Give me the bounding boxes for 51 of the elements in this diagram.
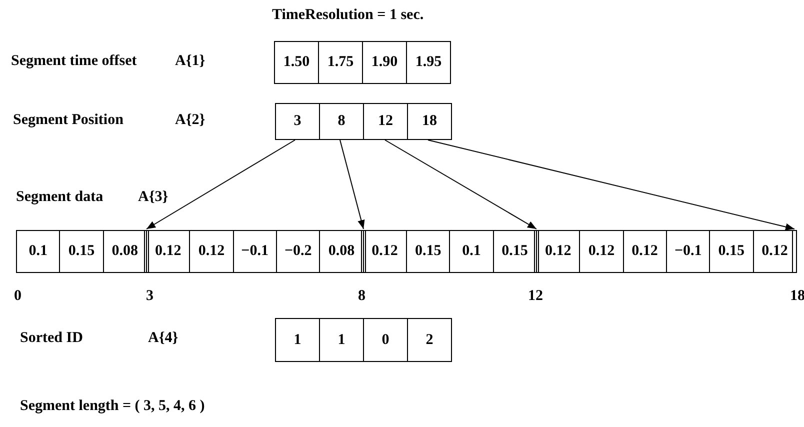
row-label: Sorted ID	[20, 329, 83, 347]
table-cell: 0.1	[16, 230, 60, 273]
table-cell: 0.15	[709, 230, 754, 273]
table-cell: 0	[363, 318, 408, 362]
arrow	[340, 140, 365, 230]
arrow	[428, 140, 795, 230]
table-cell: 0.15	[59, 230, 104, 273]
table-cell: −0.1	[232, 230, 277, 273]
table-cell: 1.90	[362, 41, 407, 84]
arrow	[146, 140, 296, 230]
table-cell: 1.75	[318, 41, 363, 84]
position-tick-label: 0	[14, 287, 22, 305]
row-label: Segment Position	[13, 111, 124, 129]
table-cell: 0.08	[102, 230, 147, 273]
table-cell: 1	[275, 318, 320, 362]
row-label: Segment data	[16, 188, 104, 206]
table-cell: 0.12	[622, 230, 667, 273]
table-cell: −0.1	[666, 230, 710, 273]
position-cell: 18	[407, 103, 452, 140]
table-cell: 1.95	[406, 41, 451, 84]
table-cell: 0.12	[536, 230, 580, 273]
position-cell: 12	[363, 103, 408, 140]
table-cell: 2	[407, 318, 452, 362]
segment-boundary-marker	[534, 230, 539, 273]
table-cell: 0.12	[362, 230, 407, 273]
heading: TimeResolution = 1 sec.	[272, 6, 424, 24]
position-tick-label: 3	[146, 287, 154, 305]
table-cell: 0.08	[319, 230, 364, 273]
table-cell: 0.12	[752, 230, 797, 273]
position-cell: 8	[319, 103, 364, 140]
table-cell: 0.15	[406, 230, 450, 273]
table-cell: 0.12	[189, 230, 234, 273]
array-name: A{3}	[138, 188, 168, 206]
table-cell: 0.12	[146, 230, 190, 273]
table-cell: 0.15	[492, 230, 537, 273]
table-cell: 0.1	[449, 230, 494, 273]
table-cell: 1.50	[274, 41, 319, 84]
array-name: A{4}	[148, 329, 178, 347]
position-tick-label: 12	[528, 287, 543, 305]
position-tick-label: 8	[358, 287, 366, 305]
row-label: Segment time offset	[11, 52, 137, 70]
position-cell: 3	[275, 103, 320, 140]
table-cell: −0.2	[276, 230, 320, 273]
segment-boundary-marker	[361, 230, 366, 273]
array-name: A{1}	[175, 52, 206, 70]
segment-boundary-marker	[144, 230, 149, 273]
table-cell: 0.12	[579, 230, 624, 273]
array-name: A{2}	[175, 111, 206, 129]
table-cell: 1	[319, 318, 364, 362]
arrow	[384, 140, 537, 230]
note: Segment length = ( 3, 5, 4, 6 )	[20, 397, 205, 415]
